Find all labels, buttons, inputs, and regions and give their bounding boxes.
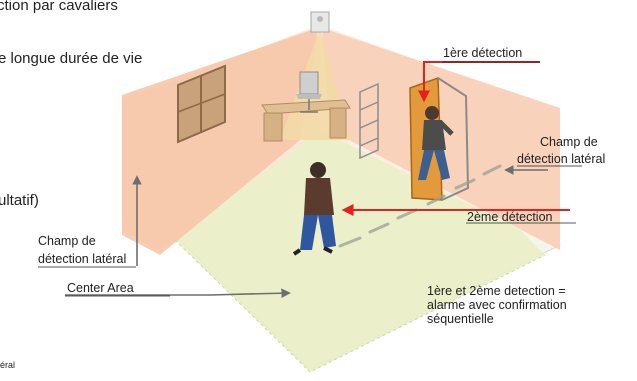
first-detection-label: 1ère détection bbox=[443, 46, 523, 60]
intruder-figure-center bbox=[292, 162, 336, 256]
footnote-text: éral bbox=[0, 360, 16, 370]
right-side-field-label-suffix: latéral bbox=[567, 152, 606, 166]
right-side-field-label-line1: Champ de bbox=[540, 135, 598, 149]
desk-icon bbox=[261, 99, 351, 142]
right-side-field-label-line2: détection latéral bbox=[517, 152, 605, 166]
motion-sensor-icon bbox=[310, 11, 330, 33]
shelf-icon bbox=[359, 82, 379, 160]
second-detection-label: 2ème détection bbox=[467, 210, 553, 224]
right-side-field-label-underlined: détection bbox=[517, 152, 568, 166]
alarm-confirmation-line2: alarme avec confirmation bbox=[427, 298, 567, 312]
intruder-figure-door bbox=[418, 106, 454, 180]
alarm-confirmation-line3: séquentielle bbox=[427, 312, 494, 326]
bg-text-line-1: ction par cavaliers bbox=[0, 0, 118, 14]
left-side-field-label-line2: détection latéral bbox=[38, 252, 127, 266]
bg-text-line-2: e longue durée de vie bbox=[0, 50, 143, 67]
footprint-trail bbox=[338, 164, 502, 248]
center-area-label: Center Area bbox=[67, 281, 134, 295]
alarm-confirmation-line1: 1ère et 2ème detection = bbox=[427, 284, 566, 298]
center-area-arrow bbox=[65, 288, 291, 298]
left-side-detection-zone bbox=[122, 28, 318, 255]
window-icon bbox=[177, 64, 226, 144]
bg-text-line-3: ultatif) bbox=[0, 192, 39, 209]
left-side-field-label-line1: Champ de bbox=[38, 234, 96, 248]
chair-icon bbox=[296, 71, 322, 113]
